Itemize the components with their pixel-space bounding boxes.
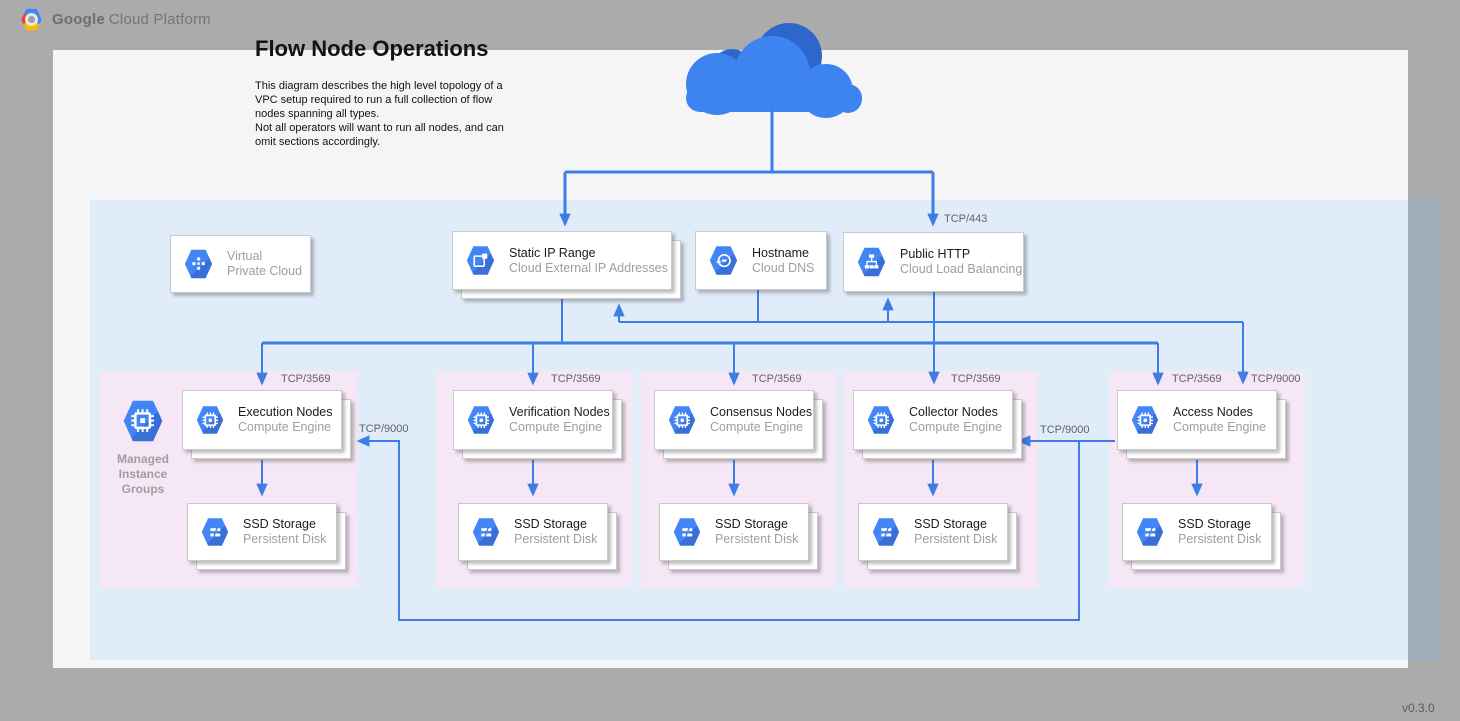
card-subtitle: Cloud Load Balancing — [900, 262, 1023, 276]
card-title: SSD Storage — [914, 517, 987, 531]
card-title: Access Nodes — [1173, 405, 1253, 419]
brand-rest: Cloud Platform — [108, 11, 211, 28]
card-title: SSD Storage — [514, 517, 587, 531]
card-subtitle: Persistent Disk — [1178, 532, 1262, 546]
card-title: Verification Nodes — [509, 405, 610, 419]
vpc-icon — [184, 249, 213, 279]
card-title: Hostname — [752, 245, 809, 260]
gcp-logo-icon — [21, 8, 42, 31]
managed-instance-groups-icon — [123, 400, 163, 442]
card-title: SSD Storage — [243, 517, 316, 531]
card-subtitle: Cloud DNS — [752, 260, 815, 275]
compute-engine-icon — [1131, 406, 1159, 434]
card-title: SSD Storage — [715, 517, 788, 531]
card-subtitle: Cloud External IP Addresses — [509, 260, 668, 275]
persistent-disk-icon — [872, 518, 900, 546]
compute-engine-icon — [668, 406, 696, 434]
card-subtitle: Compute Engine — [1173, 420, 1267, 434]
persistent-disk-icon — [673, 518, 701, 546]
edge-label-tcp9000: TCP/9000 — [359, 423, 409, 435]
edge-label-tcp3569: TCP/3569 — [1172, 373, 1222, 385]
card-subtitle: Persistent Disk — [514, 532, 598, 546]
card-title: SSD Storage — [1178, 517, 1251, 531]
persistent-disk-icon — [472, 518, 500, 546]
card-title: Consensus Nodes — [710, 405, 813, 419]
edge-label-tcp9000: TCP/9000 — [1040, 424, 1090, 436]
persistent-disk-icon — [201, 518, 229, 546]
page-title: Flow Node Operations — [255, 36, 489, 61]
page-description: This diagram describes the high level to… — [255, 80, 504, 148]
card-title: Execution Nodes — [238, 405, 333, 419]
version-label: v0.3.0 — [1402, 701, 1435, 715]
external-ip-icon — [466, 246, 495, 275]
edge-label-tcp3569: TCP/3569 — [752, 373, 802, 385]
card-subtitle: Private Cloud — [227, 264, 303, 278]
card-subtitle: Compute Engine — [710, 420, 804, 434]
compute-engine-icon — [867, 406, 895, 434]
card-subtitle: Compute Engine — [909, 420, 1003, 434]
managed-instance-groups-label: Managed Instance Groups — [116, 452, 169, 496]
card-subtitle: Persistent Disk — [914, 532, 998, 546]
card-title: Collector Nodes — [909, 405, 998, 419]
card-subtitle: Compute Engine — [509, 420, 603, 434]
brand-bold: Google — [52, 11, 105, 28]
cloud-dns-icon — [709, 246, 738, 275]
edge-label-tcp3569: TCP/3569 — [951, 373, 1001, 385]
edge-label-tcp3569: TCP/3569 — [281, 373, 331, 385]
vpc-region-overflow — [1408, 200, 1440, 660]
card-title: Static IP Range — [509, 245, 596, 260]
compute-engine-icon — [467, 406, 495, 434]
load-balancer-icon — [857, 247, 886, 277]
edge-label-tcp9000: TCP/9000 — [1251, 373, 1301, 385]
card-subtitle: Persistent Disk — [243, 532, 327, 546]
edge-label-tcp443: TCP/443 — [944, 213, 988, 225]
persistent-disk-icon — [1136, 518, 1164, 546]
edge-label-tcp3569: TCP/3569 — [551, 373, 601, 385]
compute-engine-icon — [196, 406, 224, 434]
card-subtitle: Compute Engine — [238, 420, 332, 434]
card-subtitle: Persistent Disk — [715, 532, 799, 546]
card-title: Virtual — [227, 249, 263, 263]
card-title: Public HTTP — [900, 247, 971, 261]
